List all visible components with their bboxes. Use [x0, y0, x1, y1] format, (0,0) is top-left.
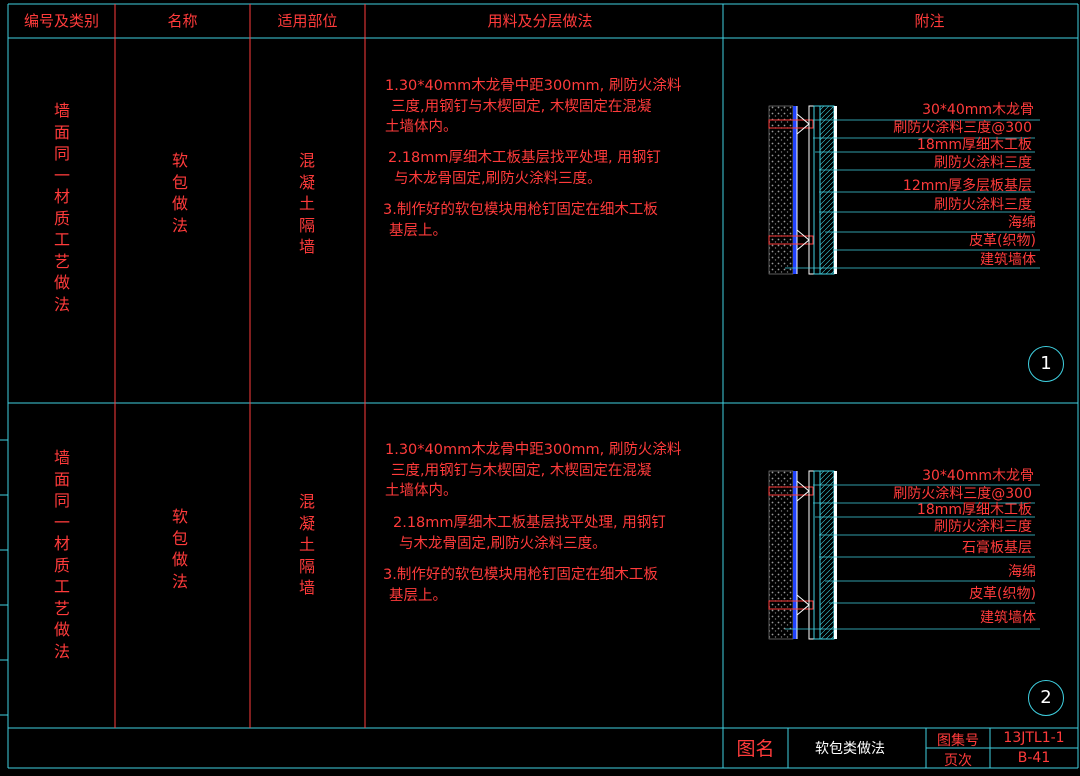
title-block-drawing-name: 软包类做法 — [815, 741, 885, 757]
row1-name: 软包做法 — [171, 151, 188, 235]
row1-step2: 2.18mm厚细木工板基层找平处理, 用钢钉与木龙骨固定,刷防火涂料三度。 — [388, 150, 661, 187]
row1-category: 墙面同一材质工艺做法 — [53, 101, 70, 314]
row2-step1: 1.30*40mm木龙骨中距300mm, 刷防火涂料三度,用钢钉与木楔固定, 木… — [385, 442, 682, 499]
row2-category: 墙面同一材质工艺做法 — [53, 448, 70, 661]
title-block-atlas-label: 图集号 — [937, 733, 979, 749]
row2-label-7: 皮革(织物) — [969, 586, 1036, 602]
row2-label-3: 18mm厚细木工板 — [916, 502, 1032, 518]
row2-name: 软包做法 — [171, 507, 188, 591]
row1-label-1: 30*40mm木龙骨 — [922, 102, 1034, 118]
row1-step3: 3.制作好的软包模块用枪钉固定在细木工板基层上。 — [383, 202, 658, 239]
title-block-page-no: B-41 — [1017, 750, 1051, 766]
row1-label-6: 刷防火涂料三度 — [934, 197, 1032, 213]
row1-label-5: 12mm厚多层板基层 — [902, 178, 1032, 194]
row1-label-2: 刷防火涂料三度@300 — [893, 120, 1032, 136]
row2-label-5: 石膏板基层 — [962, 540, 1032, 556]
row2-step3: 3.制作好的软包模块用枪钉固定在细木工板基层上。 — [383, 567, 658, 604]
row1-label-7: 海绵 — [1008, 215, 1036, 231]
title-block-page-label: 页次 — [944, 753, 972, 769]
row2-label-1: 30*40mm木龙骨 — [922, 468, 1034, 484]
detail-number-2: 2 — [1028, 680, 1064, 716]
row2-label-6: 海绵 — [1008, 564, 1036, 580]
header-notes: 附注 — [914, 12, 945, 30]
row1-step1: 1.30*40mm木龙骨中距300mm, 刷防火涂料三度,用钢钉与木楔固定, 木… — [385, 78, 682, 135]
header-location: 适用部位 — [277, 12, 338, 30]
row1-label-4: 刷防火涂料三度 — [934, 155, 1032, 171]
header-materials: 用料及分层做法 — [487, 12, 593, 30]
title-block-atlas-no: 13JTL1-1 — [1003, 730, 1065, 746]
row2-location: 混凝土隔墙 — [298, 492, 315, 597]
row1-label-3: 18mm厚细木工板 — [916, 137, 1032, 153]
detail-drawing-2 — [768, 470, 1040, 640]
row1-label-9: 建筑墙体 — [980, 252, 1036, 268]
row2-label-8: 建筑墙体 — [980, 610, 1036, 626]
header-name: 名称 — [167, 12, 198, 30]
row2-step2: 2.18mm厚细木工板基层找平处理, 用钢钉与木龙骨固定,刷防火涂料三度。 — [393, 515, 666, 552]
header-code-category: 编号及类别 — [23, 12, 99, 30]
row1-label-8: 皮革(织物) — [969, 233, 1036, 249]
row2-label-2: 刷防火涂料三度@300 — [893, 486, 1032, 502]
row2-label-4: 刷防火涂料三度 — [934, 519, 1032, 535]
title-block-drawing-name-label: 图名 — [736, 738, 775, 760]
detail-number-1: 1 — [1028, 346, 1064, 382]
row1-location: 混凝土隔墙 — [298, 151, 315, 256]
detail-drawing-1 — [768, 105, 1040, 275]
